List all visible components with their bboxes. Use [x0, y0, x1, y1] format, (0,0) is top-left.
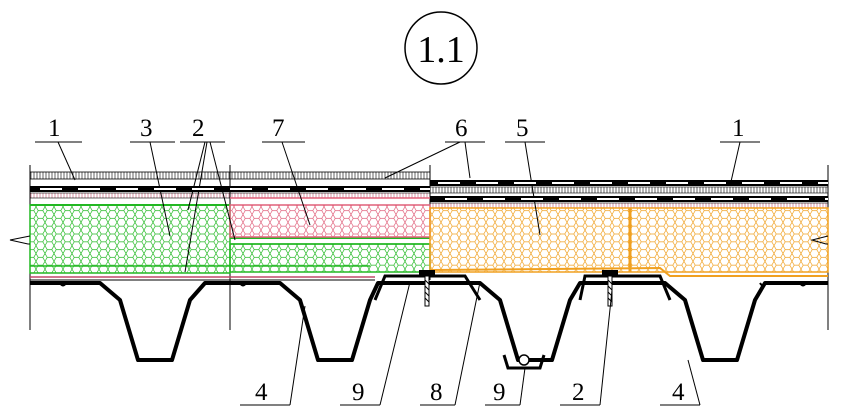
section-title-marker: 1.1 — [404, 11, 478, 85]
callout-top-2: 2 — [192, 115, 205, 142]
insulation-orange — [429, 207, 829, 277]
callout-top-3: 3 — [140, 115, 153, 142]
screw-icon — [602, 270, 618, 307]
callout-top-7: 7 — [272, 115, 285, 142]
callout-bottom-8: 8 — [430, 379, 443, 406]
bottom-leaders — [240, 281, 701, 406]
callout-bottom-4: 4 — [255, 379, 268, 406]
insulation-green — [29, 204, 431, 274]
vapor-barrier — [30, 276, 375, 281]
insulation-pink — [229, 197, 431, 238]
top-leaders — [35, 141, 760, 273]
callout-bottom-9: 9 — [352, 379, 365, 406]
section-title: 1.1 — [417, 29, 465, 71]
callout-bottom-9b: 9 — [493, 379, 506, 406]
break-lines — [9, 235, 829, 245]
screw-icon — [419, 270, 435, 307]
callout-bottom-2: 2 — [572, 379, 585, 406]
callout-top-5: 5 — [516, 115, 529, 142]
callout-top-6: 6 — [455, 115, 468, 142]
callout-top-1: 1 — [48, 115, 61, 142]
callout-bottom-4b: 4 — [672, 379, 685, 406]
callout-top-1b: 1 — [732, 115, 745, 142]
membrane-dash-pattern — [40, 182, 828, 200]
